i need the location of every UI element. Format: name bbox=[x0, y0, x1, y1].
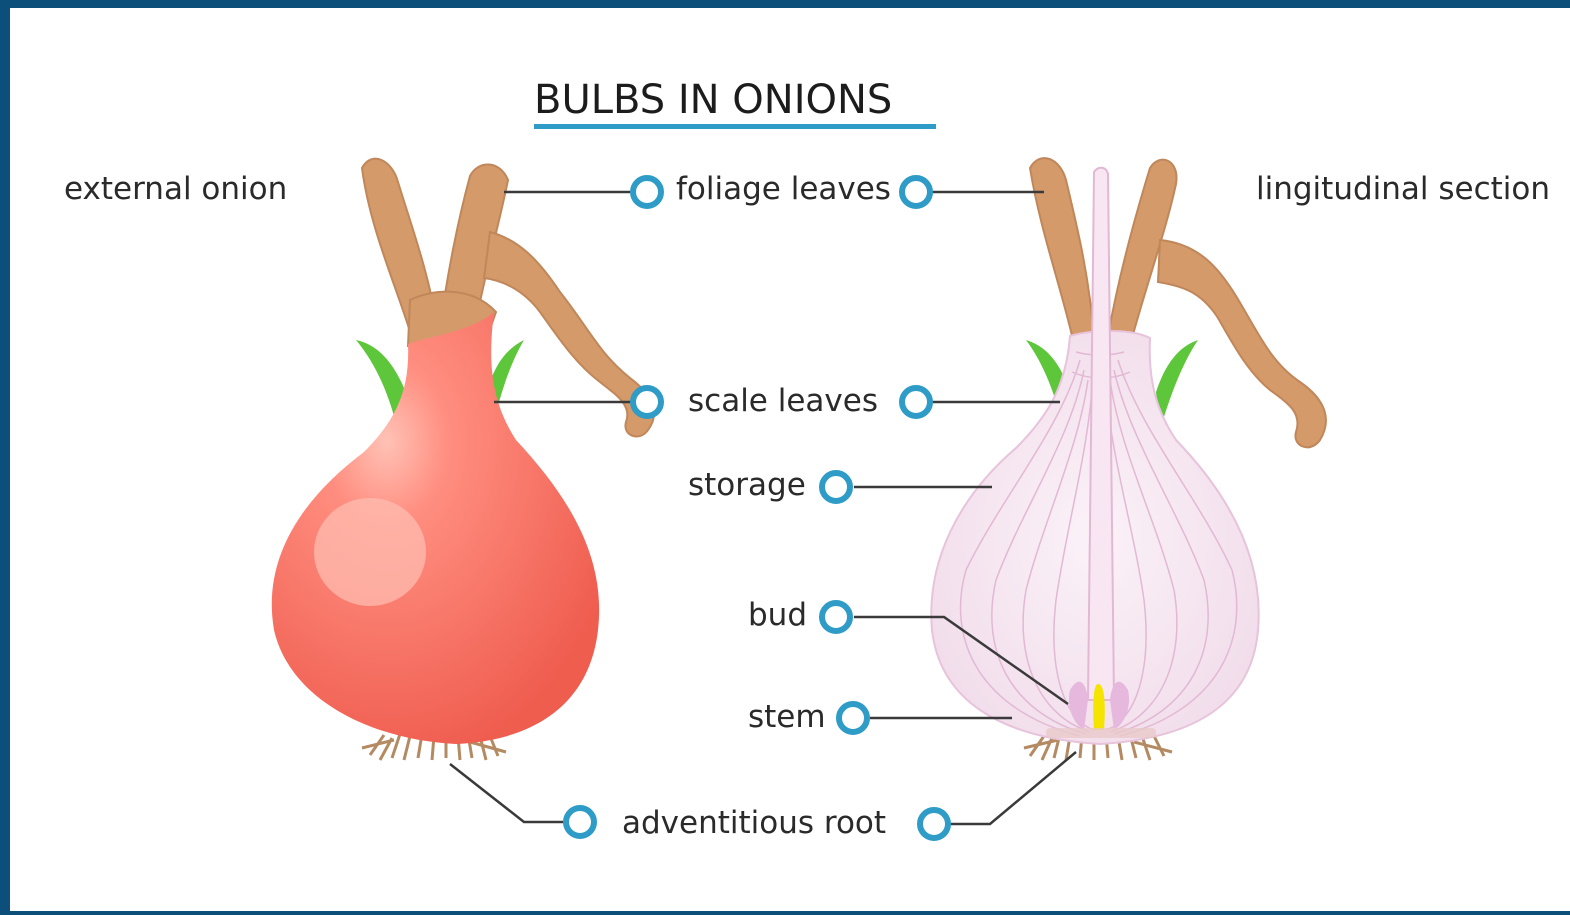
marker-circles bbox=[566, 178, 948, 838]
external-onion-caption: external onion bbox=[64, 174, 287, 205]
label-foliage-leaves: foliage leaves bbox=[676, 174, 891, 205]
marker-stem bbox=[839, 704, 867, 732]
marker-scale-right bbox=[902, 388, 930, 416]
marker-storage bbox=[822, 473, 850, 501]
marker-root-left bbox=[566, 808, 594, 836]
label-bud: bud bbox=[748, 600, 807, 631]
section-central-shoot bbox=[1088, 168, 1114, 700]
label-adventitious-root: adventitious root bbox=[622, 808, 886, 839]
label-storage: storage bbox=[688, 470, 806, 501]
marker-root-right bbox=[920, 810, 948, 838]
external-onion-highlight bbox=[314, 498, 426, 606]
marker-scale-left bbox=[633, 388, 661, 416]
marker-foliage-left bbox=[633, 178, 661, 206]
section-stem-base bbox=[1046, 728, 1156, 738]
diagram-title: BULBS IN ONIONS bbox=[534, 80, 892, 120]
external-onion bbox=[272, 159, 654, 760]
section-bud-center bbox=[1093, 684, 1105, 730]
section-caption: lingitudinal section bbox=[1256, 174, 1550, 205]
title-underline bbox=[534, 124, 936, 129]
marker-bud bbox=[822, 603, 850, 631]
marker-foliage-right bbox=[902, 178, 930, 206]
label-scale-leaves: scale leaves bbox=[688, 386, 878, 417]
section-onion bbox=[931, 158, 1326, 760]
label-stem: stem bbox=[748, 702, 826, 733]
